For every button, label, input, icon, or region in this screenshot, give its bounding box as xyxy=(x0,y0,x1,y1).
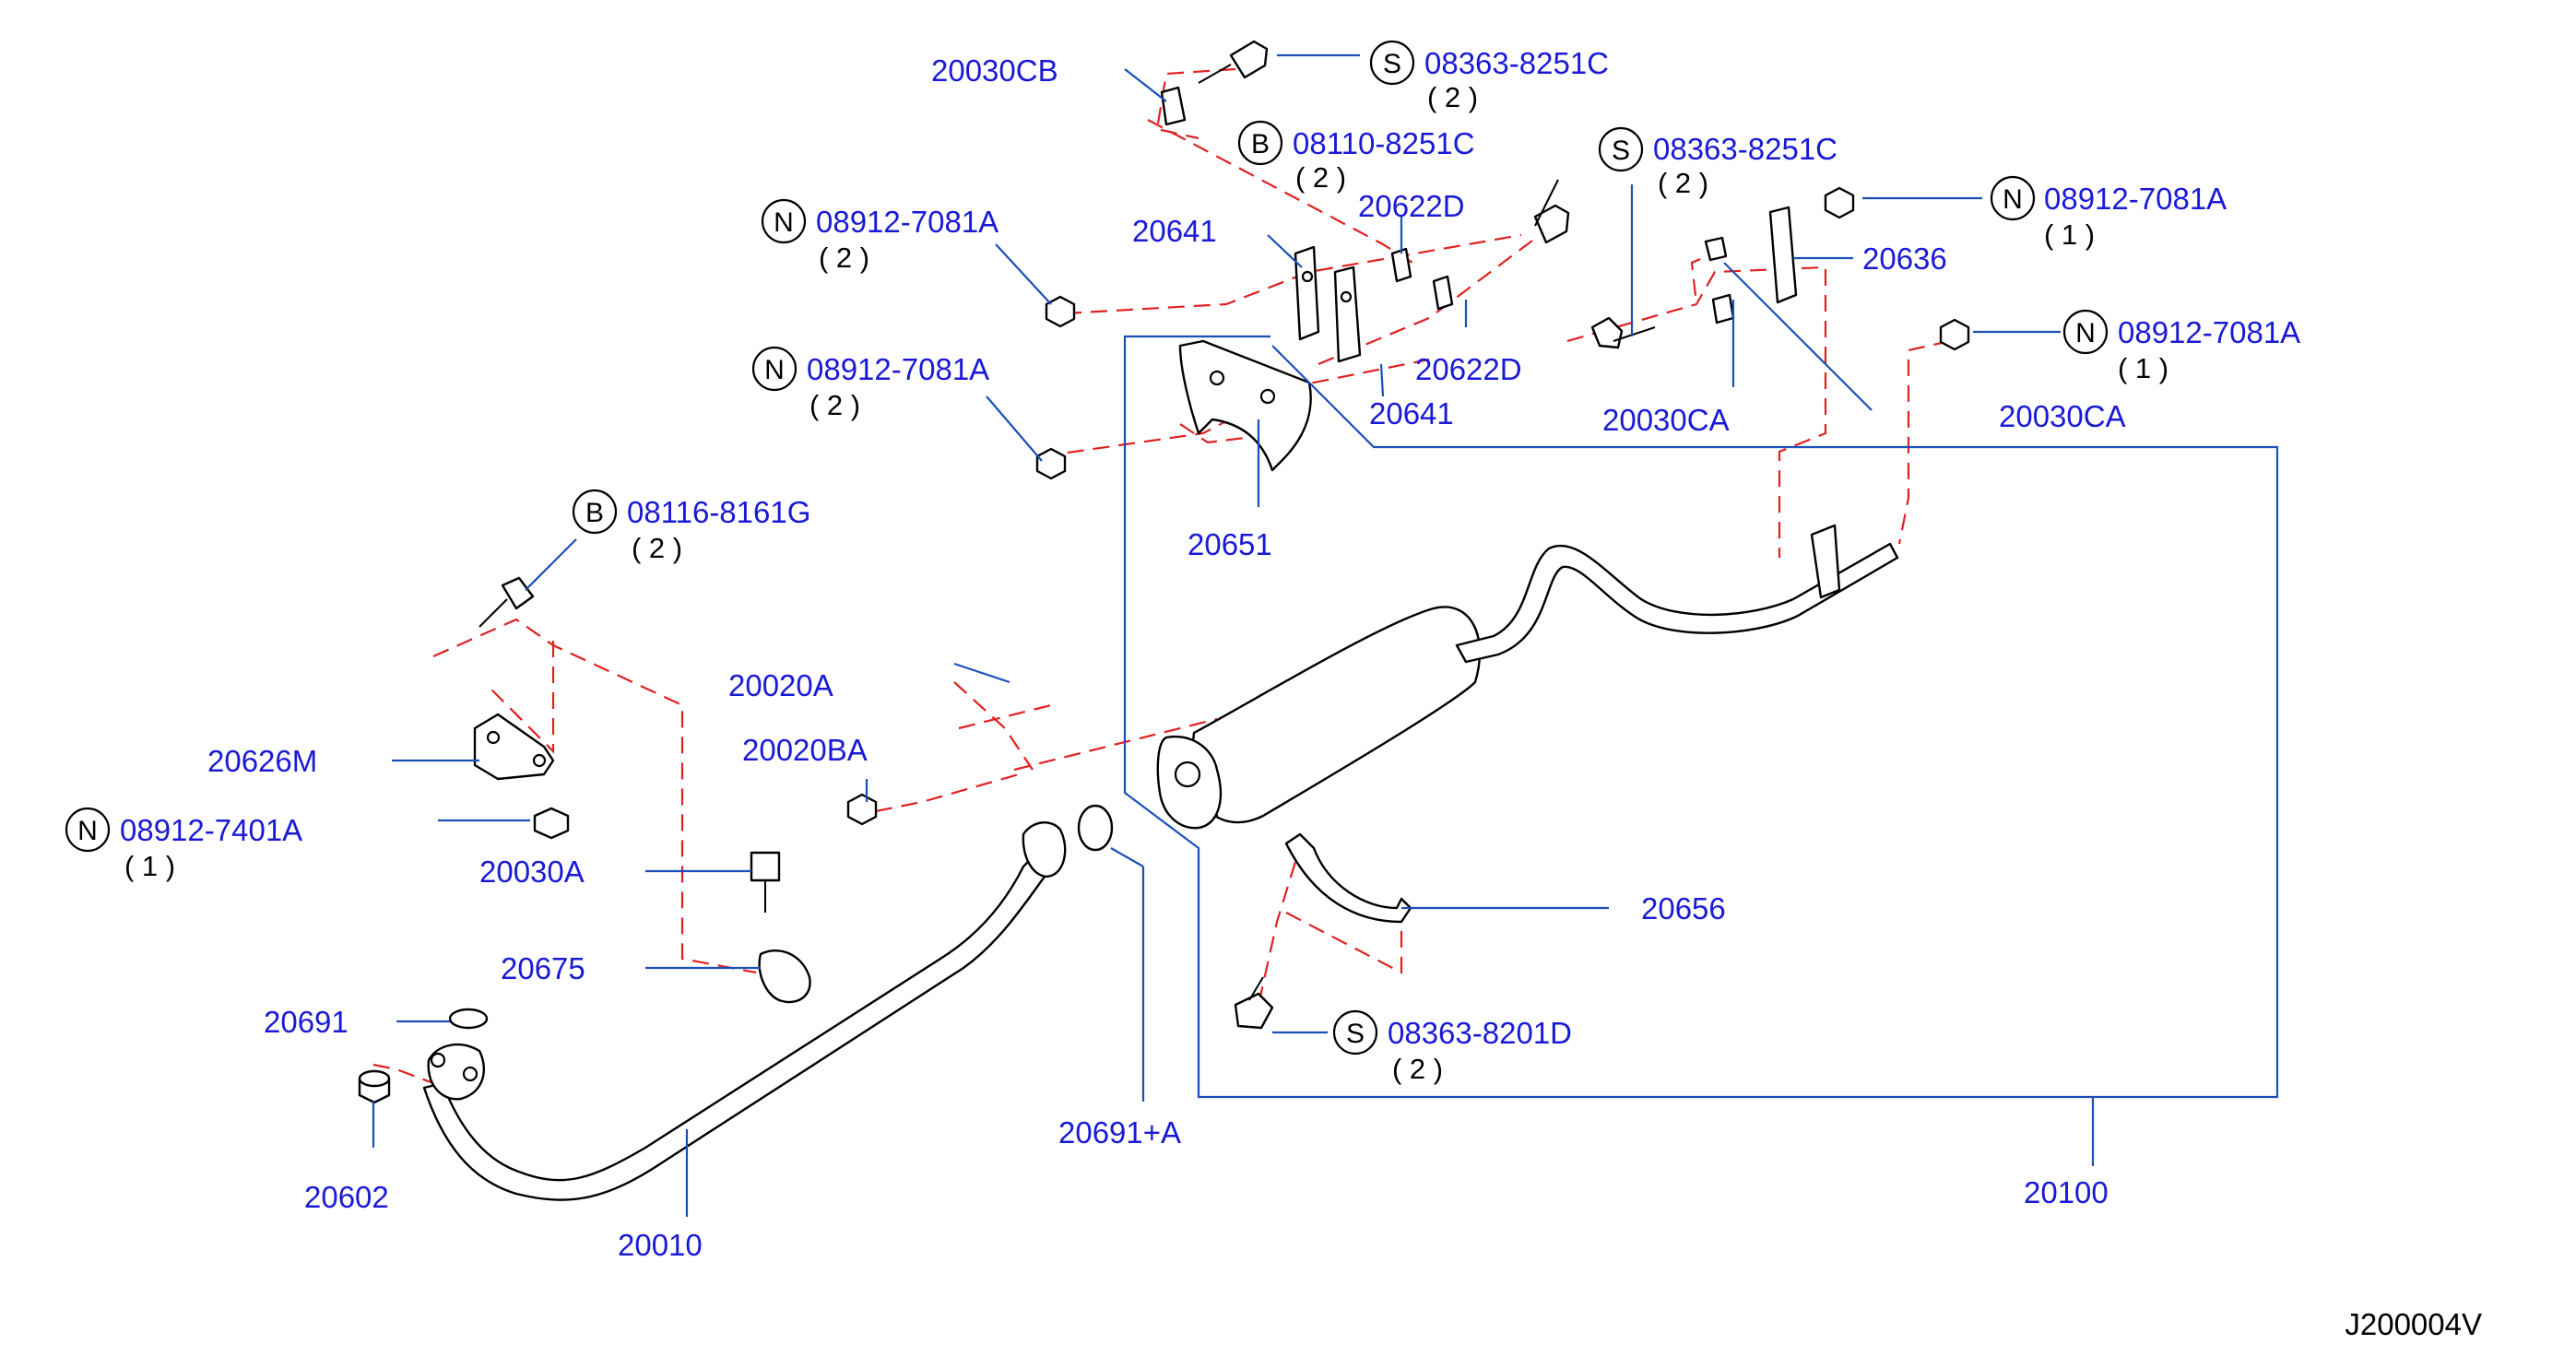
label-08363-8201d: 08363-8201D xyxy=(1388,1016,1572,1050)
label-20030cb: 20030CB xyxy=(931,53,1058,88)
label-20030a: 20030A xyxy=(479,855,585,889)
nut-20602-part xyxy=(358,1069,391,1104)
gasket-20691-part xyxy=(448,1008,489,1030)
label-08912-7401a: 08912-7401A xyxy=(120,813,302,847)
qty-08912-7081a-b: ( 2 ) xyxy=(809,389,860,421)
label-08116-8161g: 08116-8161G xyxy=(627,495,810,529)
label-08363-8251c-b: 08363-8251C xyxy=(1653,132,1837,166)
prefix-n-08912-7081a-r1: N xyxy=(2003,184,2023,215)
label-20602: 20602 xyxy=(304,1180,389,1214)
label-20651: 20651 xyxy=(1188,527,1272,561)
bolts-part xyxy=(479,40,1656,1030)
prefix-n-08912-7081a-b: N xyxy=(764,355,785,385)
qty-08912-7081a-r1: ( 1 ) xyxy=(2044,218,2095,251)
small-clips-part xyxy=(1160,86,1735,324)
label-08912-7081a-r2: 08912-7081A xyxy=(2118,315,2300,349)
prefix-n-08912-7401a: N xyxy=(77,816,98,846)
label-20691a: 20691+A xyxy=(1058,1115,1181,1150)
label-20010: 20010 xyxy=(618,1228,703,1262)
label-08912-7081a-r1: 08912-7081A xyxy=(2044,182,2227,216)
qty-08363-8201d: ( 2 ) xyxy=(1392,1053,1443,1085)
label-20622d-b: 20622D xyxy=(1415,352,1522,386)
qty-08912-7081a-a: ( 2 ) xyxy=(819,242,869,274)
clamp-20675-part xyxy=(758,949,811,1004)
qty-08912-7081a-r2: ( 1 ) xyxy=(2118,352,2168,384)
prefix-s-08363-8251c-b: S xyxy=(1612,136,1630,166)
label-20030ca-b: 20030CA xyxy=(1999,399,2126,433)
bracket-20651-part xyxy=(1178,339,1312,472)
label-20622d-a: 20622D xyxy=(1358,189,1465,223)
label-20030ca-a: 20030CA xyxy=(1602,403,1730,437)
label-20656: 20656 xyxy=(1641,891,1726,926)
label-08912-7081a-b: 08912-7081A xyxy=(807,352,989,386)
label-20020a: 20020A xyxy=(728,668,833,702)
label-20626m: 20626M xyxy=(207,744,317,778)
rubber-mount-20636-part xyxy=(1768,206,1798,304)
label-08110-8251c: 08110-8251C xyxy=(1293,126,1475,160)
part-labels: 20030CB 08363-8251C ( 2 ) 08110-8251C ( … xyxy=(120,46,2482,1341)
muffler-hanger-20656-part xyxy=(1284,832,1412,924)
prefix-b-08116-8161g: B xyxy=(585,498,604,528)
leader-lines xyxy=(372,53,2279,1217)
prefix-s-08363-8201d: S xyxy=(1346,1019,1365,1049)
prefix-b-08110-8251c: B xyxy=(1251,129,1270,159)
label-08363-8251c-a: 08363-8251C xyxy=(1424,46,1609,80)
label-08912-7081a-a: 08912-7081A xyxy=(816,205,998,239)
gasket-20691a-part xyxy=(1077,804,1114,852)
prefix-badges: S B S N N N N B N S xyxy=(65,40,2109,1055)
prefix-n-08912-7081a-a: N xyxy=(774,207,794,238)
diagram-code: J200004V xyxy=(2345,1307,2482,1341)
muffler-assembly xyxy=(1156,524,1899,830)
qty-08116-8161g: ( 2 ) xyxy=(632,532,682,564)
qty-08110-8251c: ( 2 ) xyxy=(1295,161,1346,194)
nuts-part xyxy=(533,186,1970,840)
label-20641-b: 20641 xyxy=(1369,396,1454,430)
prefix-n-08912-7081a-r2: N xyxy=(2075,318,2096,348)
label-20641-a: 20641 xyxy=(1132,214,1217,248)
hanger-20626m-part xyxy=(473,713,555,781)
label-20020ba: 20020BA xyxy=(742,733,868,767)
qty-08363-8251c-b: ( 2 ) xyxy=(1658,167,1708,199)
front-exhaust-pipe xyxy=(422,821,1067,1201)
label-20691: 20691 xyxy=(264,1005,349,1039)
qty-08912-7401a: ( 1 ) xyxy=(124,850,175,882)
label-20100: 20100 xyxy=(2024,1175,2109,1209)
label-20636: 20636 xyxy=(1862,242,1947,276)
label-20675: 20675 xyxy=(501,951,585,985)
rubber-mounts-20641-part xyxy=(1294,245,1362,363)
prefix-s-08363-8251c-a: S xyxy=(1383,49,1401,79)
qty-08363-8251c-a: ( 2 ) xyxy=(1427,81,1478,113)
